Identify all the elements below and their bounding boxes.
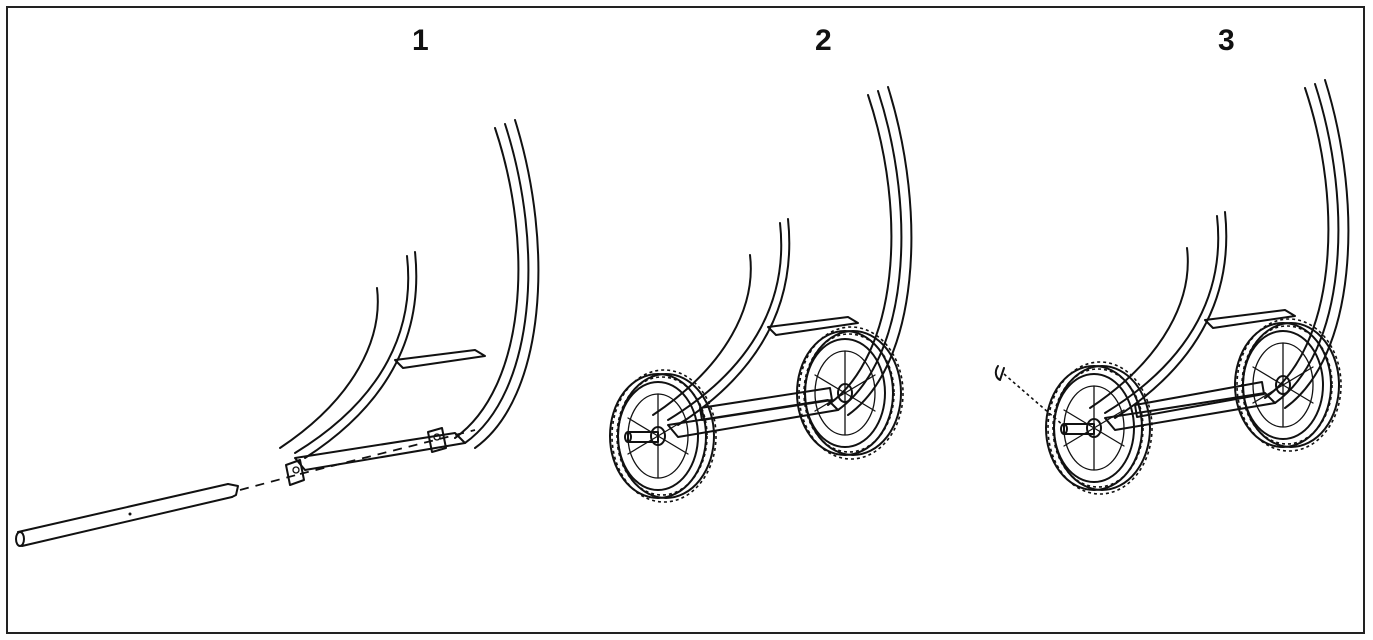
cotter-pin-icon (994, 365, 1065, 427)
step-2-wheel-front (609, 369, 717, 503)
step-1-label: 1 (412, 24, 429, 57)
step-2-wheel-back (796, 326, 904, 460)
alignment-dashes (239, 473, 301, 491)
step-2-frame (652, 86, 913, 438)
alignment-dashes-2 (299, 429, 476, 475)
diagram-frame (6, 6, 1365, 634)
step-3-wheel-front (1045, 361, 1153, 495)
step-3-frame (1089, 79, 1350, 431)
step-2-label: 2 (815, 24, 832, 57)
step-3-label: 3 (1218, 24, 1235, 57)
step-1-frame (279, 119, 540, 486)
axle-rod (15, 483, 239, 547)
